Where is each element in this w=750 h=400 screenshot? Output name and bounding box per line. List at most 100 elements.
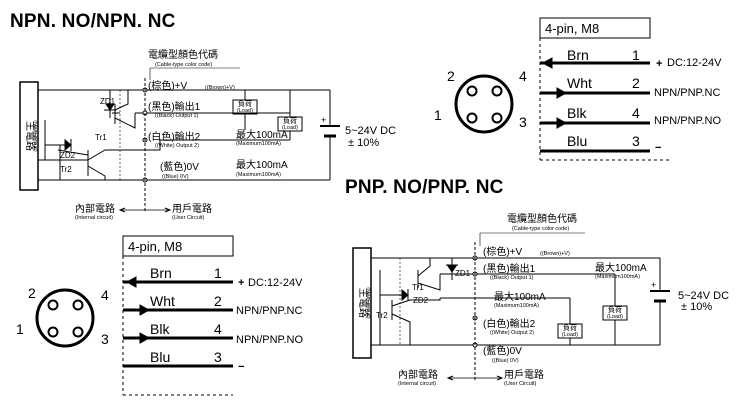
svg-text:最大100mA: 最大100mA	[494, 290, 546, 303]
svg-text:+: +	[651, 280, 656, 290]
pnp-battery-icon: +	[650, 280, 670, 308]
svg-text:Wht: Wht	[567, 75, 592, 91]
npn-zd2-icon	[64, 138, 72, 152]
svg-text:(Internal circuit): (Internal circuit)	[398, 381, 436, 387]
svg-text:內部電路: 內部電路	[398, 368, 438, 381]
svg-text:((Blue) 0V): ((Blue) 0V)	[492, 358, 519, 364]
svg-text:(Cable-type color code): (Cable-type color code)	[155, 62, 212, 68]
svg-text:負荷: 負荷	[238, 99, 252, 108]
svg-text:(Maximum100mA): (Maximum100mA)	[236, 141, 281, 147]
connector-top-socket-icon	[454, 74, 514, 134]
svg-text:最大100mA: 最大100mA	[236, 128, 288, 141]
svg-text:最大100mA: 最大100mA	[595, 261, 647, 274]
svg-text:(User Circuit): (User Circuit)	[172, 215, 205, 221]
npn-supply-label: 5~24V DC	[345, 125, 396, 137]
npn-zd2-label: ZD2	[60, 151, 76, 160]
connector-bottom-title-box	[122, 235, 234, 257]
connector-top-title-box	[539, 17, 651, 39]
svg-text:DC:12-24V: DC:12-24V	[248, 277, 303, 289]
npn-tr2-label: Tr2	[60, 165, 72, 174]
svg-text:ZD2: ZD2	[413, 296, 429, 305]
svg-text:((Brown)+V): ((Brown)+V)	[205, 85, 235, 91]
svg-text:((White) Output 2): ((White) Output 2)	[490, 330, 534, 336]
svg-text:(Load): (Load)	[282, 125, 298, 131]
svg-text:± 10%: ± 10%	[681, 301, 712, 313]
svg-text:(黑色)輸出1: (黑色)輸出1	[148, 100, 201, 113]
svg-text:(白色)輸出2: (白色)輸出2	[483, 317, 536, 330]
svg-text:Brn: Brn	[567, 47, 589, 63]
svg-text:ZD1: ZD1	[455, 269, 471, 278]
svg-text:3: 3	[632, 133, 640, 149]
svg-text:((Black) Output 1): ((Black) Output 1)	[490, 275, 534, 281]
connector-top: 4-pin, M8 2 4 1 3 Brn 1 + DC:12-24V Wht …	[434, 17, 722, 161]
svg-text:(Maximum100mA): (Maximum100mA)	[236, 172, 281, 178]
svg-text:(Cable-type color code): (Cable-type color code)	[512, 226, 569, 232]
svg-text:電纜型顏色代碼: 電纜型顏色代碼	[148, 48, 218, 61]
svg-text:NPN/PNP.NC: NPN/PNP.NC	[654, 87, 720, 99]
svg-text:NPN/PNP.NO: NPN/PNP.NO	[654, 115, 721, 127]
svg-text:Tr1: Tr1	[412, 283, 424, 292]
svg-text:−: −	[238, 361, 244, 373]
svg-text:Blk: Blk	[567, 105, 587, 121]
svg-text:負荷: 負荷	[283, 116, 297, 125]
svg-text:(Internal circuit): (Internal circuit)	[75, 215, 113, 221]
svg-text:(藍色)0V: (藍色)0V	[483, 344, 522, 357]
svg-text:DC:12-24V: DC:12-24V	[667, 57, 722, 69]
connector-bottom: 4-pin, M8 2 4 1 3 Brn 1 + DC:12-24V Wht …	[16, 235, 303, 396]
svg-text:Blu: Blu	[567, 133, 587, 149]
svg-text:2: 2	[447, 68, 455, 84]
svg-text:(白色)輸出2: (白色)輸出2	[148, 130, 201, 143]
npn-tr1-label: Tr1	[95, 133, 107, 142]
svg-text:內部電路: 內部電路	[75, 202, 115, 215]
npn-zd1-icon	[104, 90, 116, 118]
svg-text:(Load): (Load)	[562, 332, 578, 338]
svg-text:(Maximum100mA): (Maximum100mA)	[595, 274, 640, 280]
pnp-zd2-icon	[401, 288, 409, 302]
svg-text:1: 1	[434, 107, 442, 123]
svg-text:Tr2: Tr2	[376, 311, 388, 320]
svg-text:4: 4	[214, 321, 222, 337]
svg-text:((Blue) 0V): ((Blue) 0V)	[162, 174, 189, 180]
svg-text:+: +	[238, 277, 244, 289]
svg-text:(藍色)0V: (藍色)0V	[160, 160, 199, 173]
svg-text:(棕色)+V: (棕色)+V	[148, 79, 187, 92]
svg-text:1: 1	[16, 321, 24, 337]
npn-main-circuit-box	[19, 81, 39, 191]
npn-circuit: 主電路 (Main circuit) + 5~24V DC ± 10% 負荷 (…	[19, 48, 396, 221]
npn-zd1-label: ZD1	[100, 97, 116, 106]
svg-text:3: 3	[519, 114, 527, 130]
svg-text:−: −	[655, 142, 661, 154]
svg-text:3: 3	[214, 349, 222, 365]
svg-text:2: 2	[632, 75, 640, 91]
npn-main-circuit-cn: 主電路	[24, 121, 37, 151]
svg-text:2: 2	[214, 293, 222, 309]
svg-text:(Load): (Load)	[607, 314, 623, 320]
svg-text:用戶電路: 用戶電路	[172, 202, 212, 215]
npn-battery-icon: +	[320, 115, 340, 144]
svg-text:((Black) Output 1): ((Black) Output 1)	[155, 113, 199, 119]
svg-text:((White) Output 2): ((White) Output 2)	[155, 143, 199, 149]
svg-text:電纜型顏色代碼: 電纜型顏色代碼	[507, 212, 577, 225]
svg-text:最大100mA: 最大100mA	[236, 158, 288, 171]
svg-text:(User Circuit): (User Circuit)	[504, 381, 537, 387]
svg-text:5~24V DC: 5~24V DC	[678, 290, 729, 302]
pnp-main-circuit-box	[352, 247, 372, 359]
svg-text:4-pin, M8: 4-pin, M8	[545, 21, 599, 36]
svg-text:NPN/PNP.NC: NPN/PNP.NC	[236, 305, 302, 317]
svg-text:3: 3	[101, 331, 109, 347]
npn-main-circuit-en: (Main circuit)	[32, 120, 38, 152]
svg-text:負荷: 負荷	[608, 305, 622, 314]
svg-text:(棕色)+V: (棕色)+V	[483, 245, 523, 258]
connector-bottom-socket-icon	[35, 288, 95, 348]
svg-text:4: 4	[101, 287, 109, 303]
svg-text:Wht: Wht	[150, 293, 175, 309]
npn-tolerance-label: ± 10%	[348, 137, 379, 149]
svg-text:主電路: 主電路	[357, 288, 370, 318]
svg-text:4: 4	[632, 105, 640, 121]
svg-text:+: +	[321, 115, 326, 125]
pnp-title: PNP. NO/PNP. NC	[345, 177, 504, 198]
svg-text:((Brown)+V): ((Brown)+V)	[540, 251, 570, 257]
svg-text:(Maximum100mA): (Maximum100mA)	[494, 303, 539, 309]
svg-text:4-pin, M8: 4-pin, M8	[128, 239, 182, 254]
